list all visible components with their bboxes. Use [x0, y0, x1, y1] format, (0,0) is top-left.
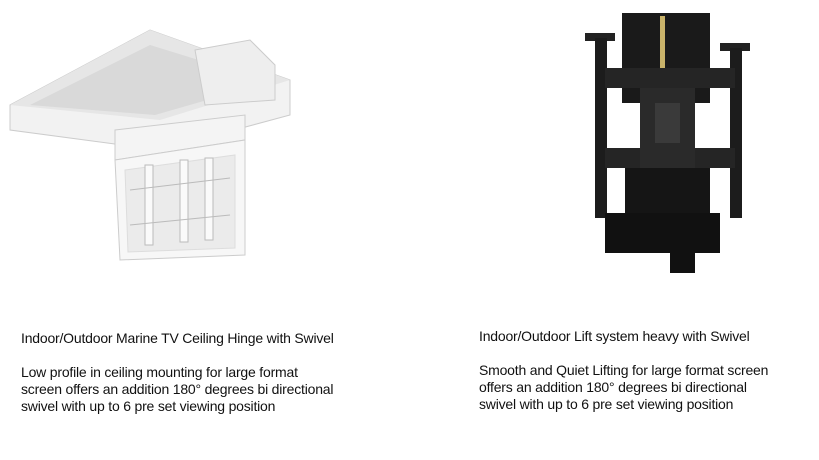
product-1-text: Indoor/Outdoor Marine TV Ceiling Hinge w…: [21, 330, 334, 415]
product-2-text: Indoor/Outdoor Lift system heavy with Sw…: [479, 328, 768, 413]
ceiling-hinge-product-image: [9, 29, 291, 261]
product-1-description-line: Low profile in ceiling mounting for larg…: [21, 364, 298, 380]
product-1-description-line: swivel with up to 6 pre set viewing posi…: [21, 398, 276, 414]
product-1-title: Indoor/Outdoor Marine TV Ceiling Hinge w…: [21, 330, 334, 346]
product-2-title: Indoor/Outdoor Lift system heavy with Sw…: [479, 328, 750, 344]
lift-system-product-image: [585, 13, 750, 273]
product-2-description-line: offers an addition 180° degrees bi direc…: [479, 379, 747, 395]
product-2-description-line: Smooth and Quiet Lifting for large forma…: [479, 362, 769, 378]
product-1-description-line: screen offers an addition 180° degrees b…: [21, 381, 334, 397]
product-2-description-line: swivel with up to 6 pre set viewing posi…: [479, 396, 734, 412]
